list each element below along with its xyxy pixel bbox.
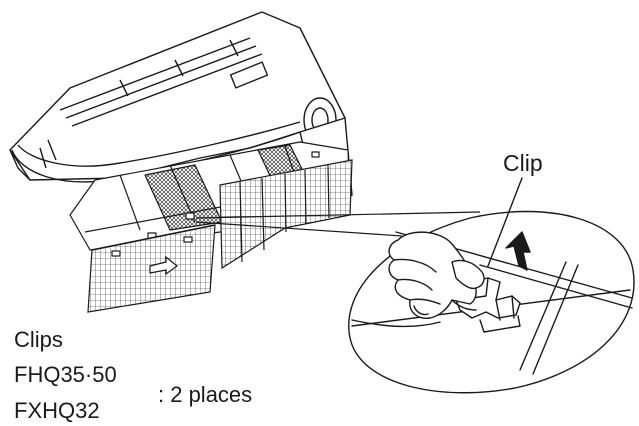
- push-up-arrow-icon: [505, 231, 531, 271]
- clips-heading: Clips: [14, 327, 63, 352]
- right-filter-panel: [219, 159, 353, 270]
- callout-leaders: [195, 211, 481, 237]
- detail-magnified-view: [348, 177, 635, 394]
- panel-direction-arrow: [149, 255, 178, 276]
- model-label-fxhq: FXHQ32: [14, 398, 100, 423]
- air-conditioner-unit: [9, 11, 353, 216]
- frame-clip-right: [185, 212, 195, 220]
- model-label-fhq: FHQ35·50: [14, 362, 117, 387]
- hand-illustration: [351, 231, 485, 328]
- places-count-label: : 2 places: [158, 382, 253, 407]
- swinging-filter-panel: [87, 224, 216, 313]
- clip-label: Clip: [503, 150, 543, 176]
